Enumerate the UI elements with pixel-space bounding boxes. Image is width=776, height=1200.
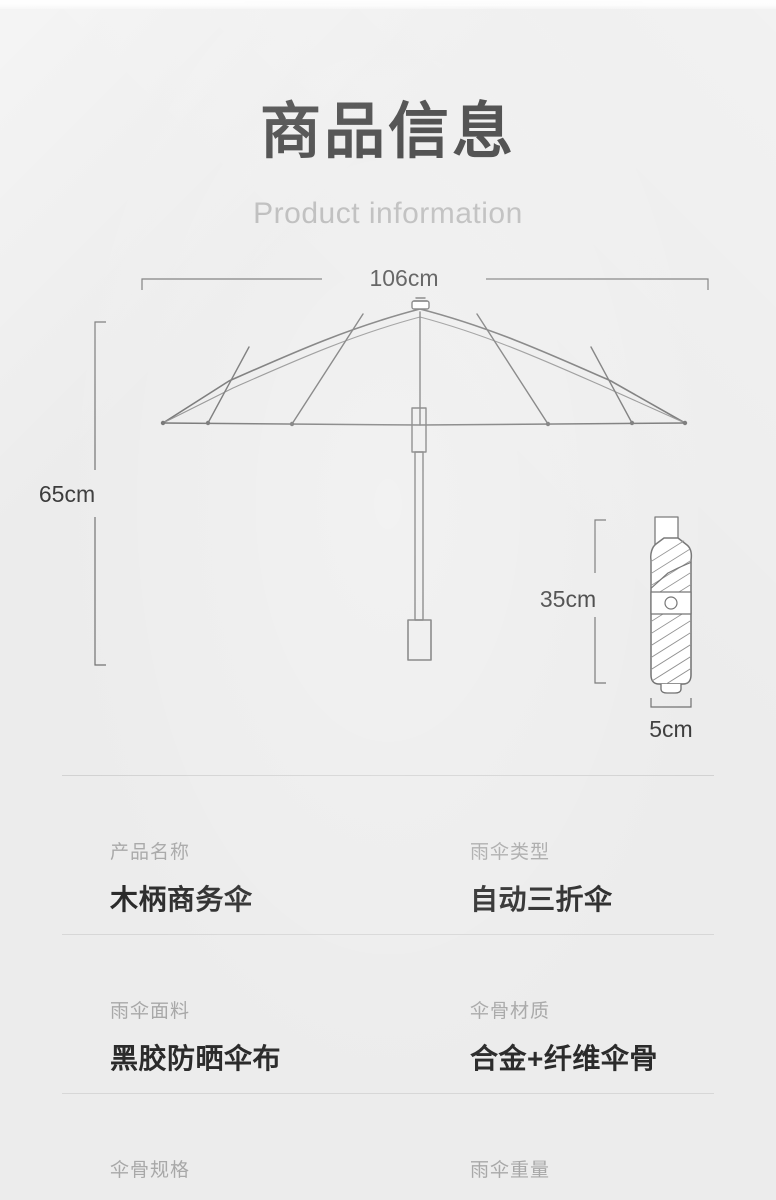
spec-value: 木柄商务伞 [110,884,253,915]
umbrella-dimension-diagram: 106cm 65cm [0,255,776,765]
spec-cell-rib-material: 伞骨材质 合金+纤维伞骨 [470,935,714,1093]
top-highlight-strip [0,0,776,9]
page-title: 商品信息 [259,97,516,165]
spec-cell-fabric: 雨伞面料 黑胶防晒伞布 [62,935,470,1093]
folded-width-dimension-label: 5cm [649,716,692,742]
table-row: 伞骨规格 雨伞重量 [62,1093,714,1200]
spec-label: 产品名称 [110,842,191,863]
spec-label: 雨伞重量 [470,1160,551,1181]
width-dimension-106cm [141,278,709,290]
width-dimension-label: 106cm [369,265,438,291]
table-row: 产品名称 木柄商务伞 雨伞类型 自动三折伞 [62,775,714,934]
spec-label: 雨伞面料 [110,1001,191,1022]
spec-value: 自动三折伞 [470,884,613,915]
table-row: 雨伞面料 黑胶防晒伞布 伞骨材质 合金+纤维伞骨 [62,934,714,1093]
open-umbrella-drawing [160,297,688,661]
page-subtitle: Product information [253,197,523,230]
folded-width-dimension-5cm [650,698,692,708]
folded-height-dimension-35cm [594,519,606,684]
spec-label: 伞骨规格 [110,1160,191,1181]
spec-value: 黑胶防晒伞布 [110,1043,282,1074]
spec-cell-weight: 雨伞重量 [470,1094,714,1200]
spec-label: 伞骨材质 [470,1001,551,1022]
spec-value: 合金+纤维伞骨 [470,1043,658,1074]
folded-height-dimension-label: 35cm [540,586,596,612]
height-dimension-label: 65cm [39,481,95,507]
spec-label: 雨伞类型 [470,842,551,863]
spec-cell-rib-spec: 伞骨规格 [62,1094,470,1200]
folded-umbrella-drawing [650,516,693,694]
spec-cell-product-name: 产品名称 木柄商务伞 [62,776,470,934]
height-dimension-65cm [94,321,106,666]
spec-cell-umbrella-type: 雨伞类型 自动三折伞 [470,776,714,934]
specification-table: 产品名称 木柄商务伞 雨伞类型 自动三折伞 雨伞面料 黑胶防晒伞布 伞骨材质 合… [62,775,714,1200]
